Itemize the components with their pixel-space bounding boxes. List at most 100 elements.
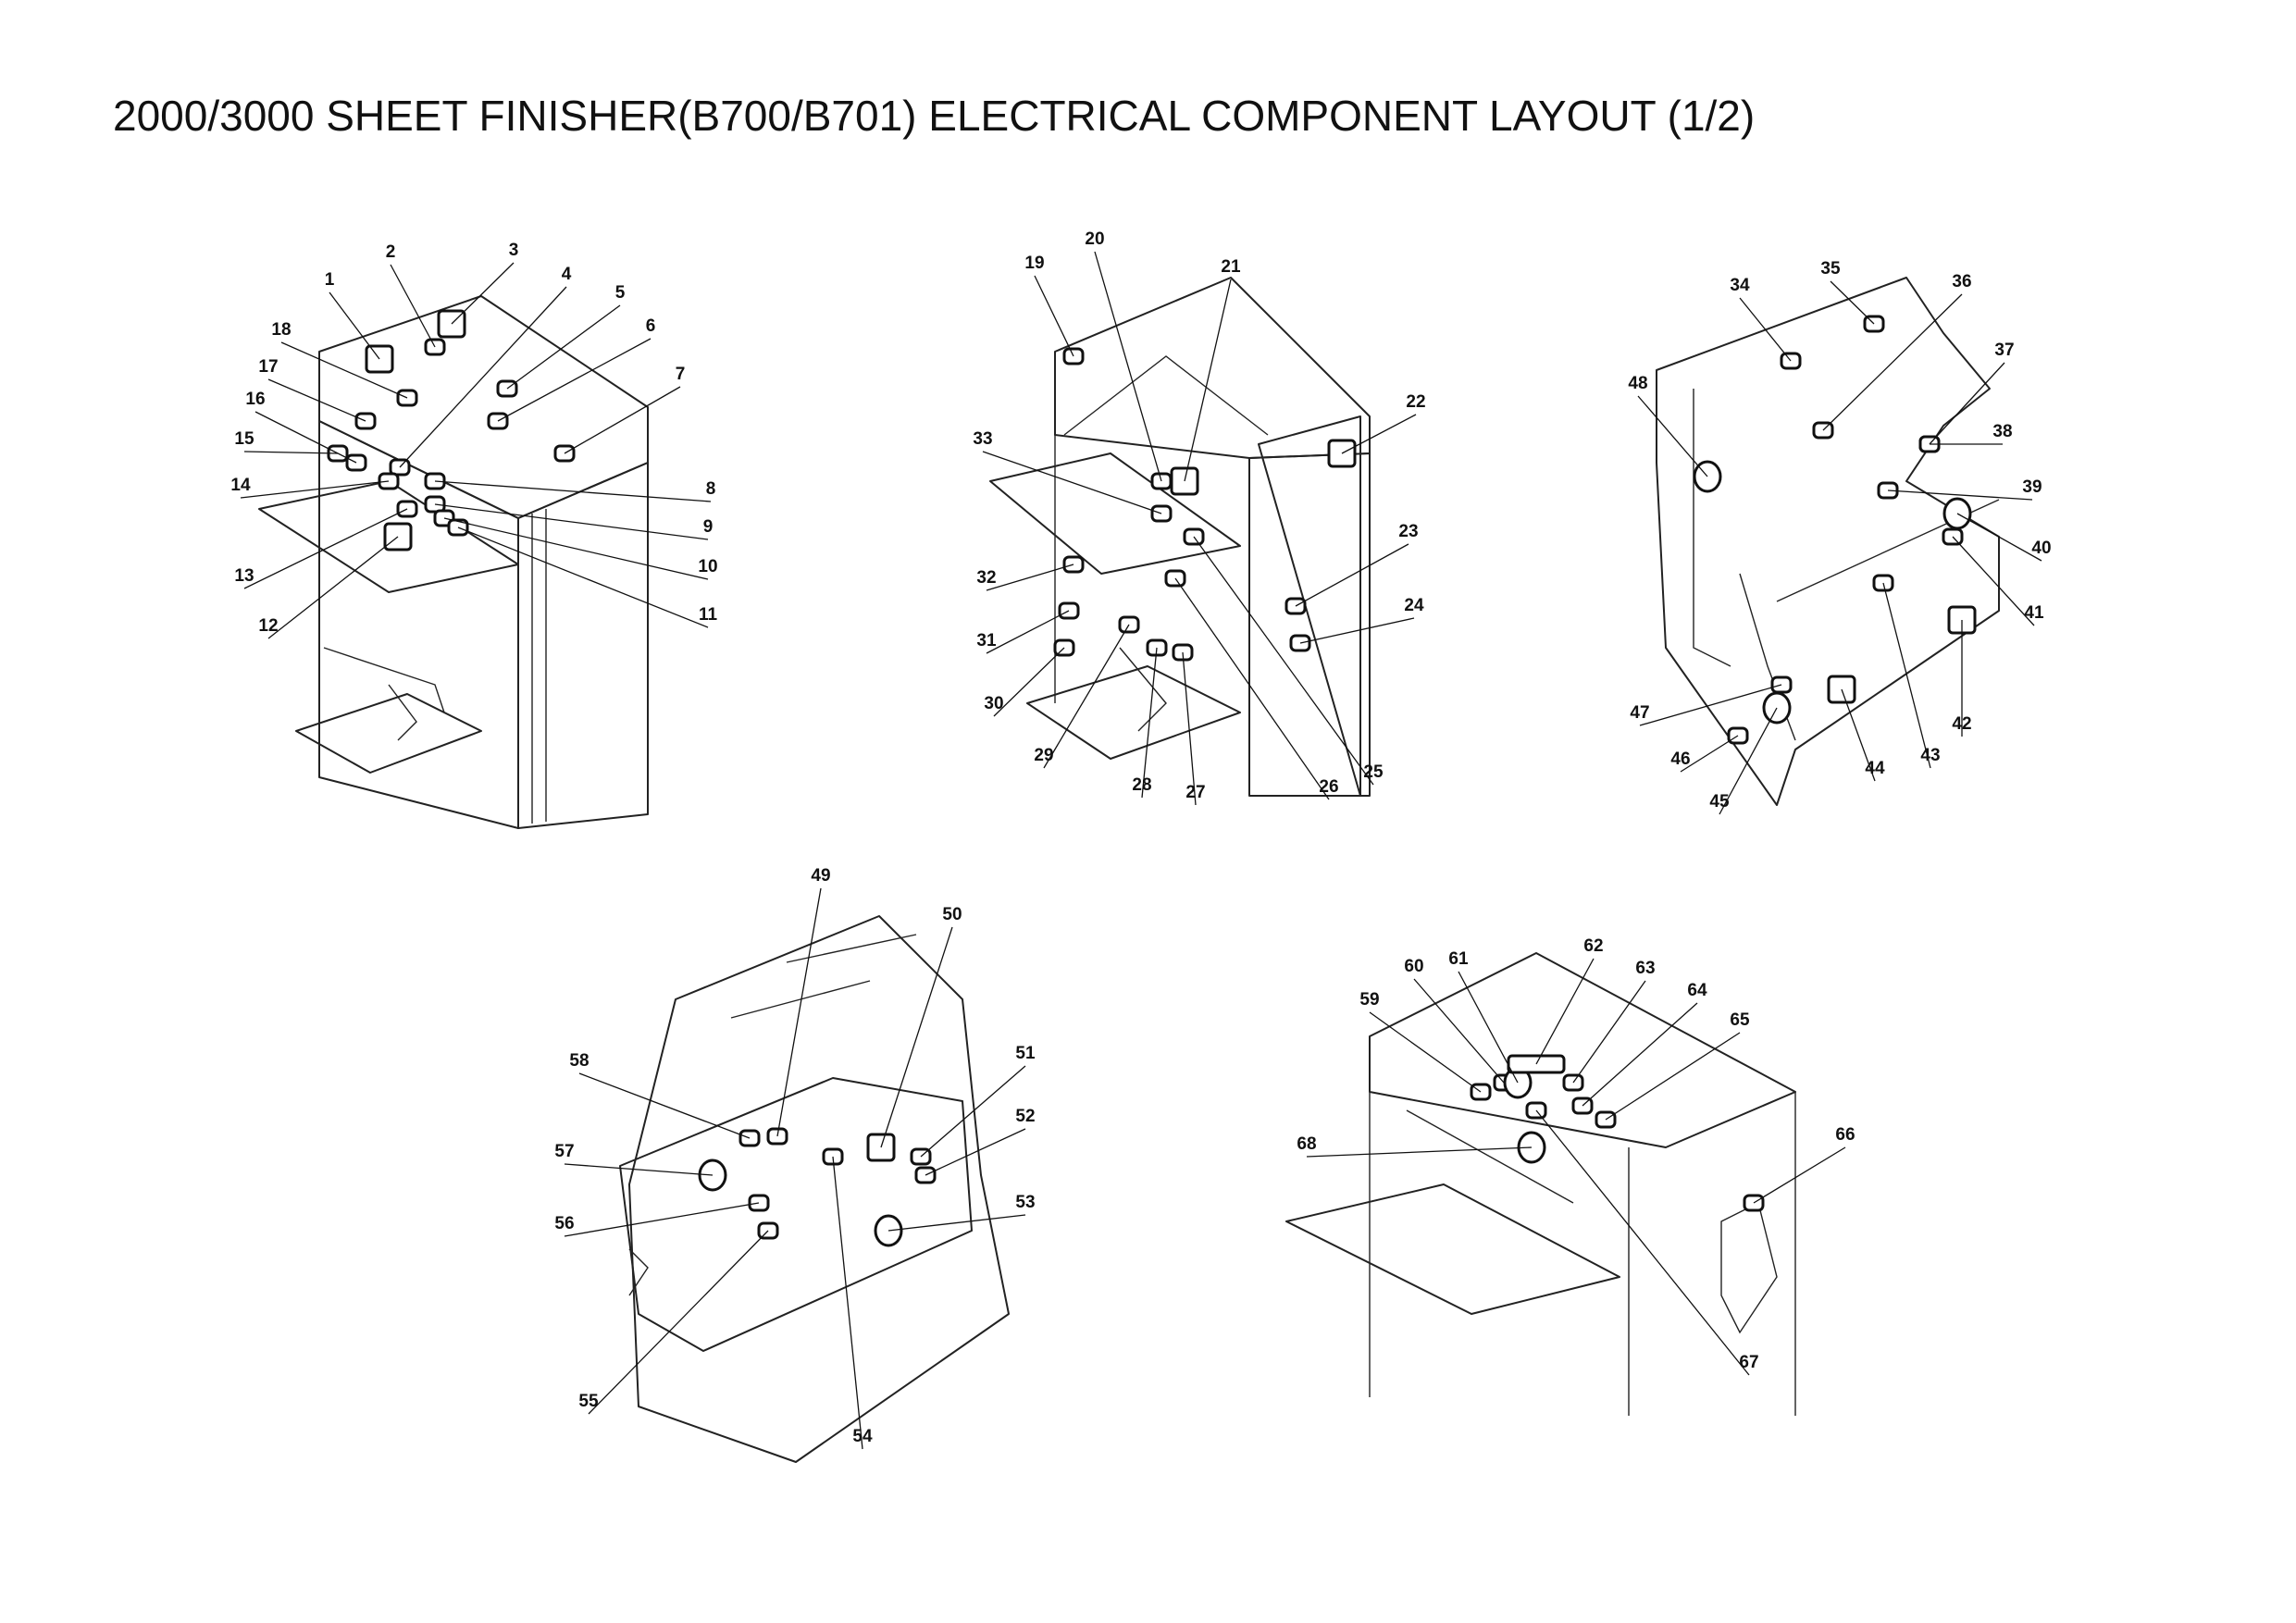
callout-58: 58 (569, 1051, 589, 1071)
leader-line-30 (993, 647, 1065, 717)
leader-line-25 (1193, 536, 1374, 786)
callout-61: 61 (1448, 949, 1469, 969)
callout-2: 2 (386, 242, 396, 262)
leader-line-55 (588, 1230, 769, 1415)
leader-line-27 (1182, 651, 1197, 806)
callout-27: 27 (1185, 783, 1205, 802)
callout-48: 48 (1628, 374, 1647, 393)
callout-62: 62 (1583, 936, 1603, 956)
leader-line-35 (1830, 280, 1875, 325)
view-2-finisher-outline (989, 277, 1371, 797)
leader-line-48 (1637, 395, 1708, 477)
leader-line-7 (564, 386, 681, 454)
callout-23: 23 (1398, 522, 1418, 541)
leader-line-1 (329, 291, 380, 360)
leader-line-57 (564, 1163, 714, 1176)
leader-line-61 (1458, 971, 1519, 1084)
callout-68: 68 (1297, 1134, 1316, 1154)
leader-line-52 (925, 1128, 1026, 1176)
callout-6: 6 (646, 316, 656, 336)
leader-line-37 (1929, 362, 2005, 445)
leader-line-4 (399, 286, 567, 468)
view-5-finisher-outline (1285, 952, 1796, 1416)
callout-43: 43 (1920, 746, 1940, 765)
callout-34: 34 (1730, 276, 1750, 295)
leader-line-58 (578, 1072, 751, 1139)
leader-line-20 (1094, 251, 1162, 482)
callout-66: 66 (1835, 1125, 1855, 1145)
callout-33: 33 (973, 429, 992, 449)
leader-line-13 (243, 508, 408, 589)
leader-line-56 (564, 1202, 760, 1237)
leader-line-40 (1956, 513, 2042, 562)
page-title: 2000/3000 SHEET FINISHER(B700/B701) ELEC… (113, 92, 1756, 140)
callout-45: 45 (1709, 792, 1730, 812)
leader-line-62 (1535, 958, 1595, 1065)
callout-42: 42 (1952, 714, 1971, 734)
callout-11: 11 (699, 605, 718, 625)
leader-line-41 (1952, 536, 2035, 626)
leader-line-50 (880, 926, 953, 1148)
callout-65: 65 (1730, 1010, 1750, 1030)
leader-line-26 (1174, 577, 1330, 800)
callout-30: 30 (984, 694, 1003, 713)
leader-line-21 (1184, 279, 1232, 482)
callout-56: 56 (554, 1214, 574, 1233)
callout-18: 18 (271, 320, 291, 340)
leader-line-47 (1639, 684, 1782, 726)
leader-line-2 (390, 264, 436, 348)
callout-38: 38 (1992, 422, 2012, 441)
callout-5: 5 (615, 283, 626, 303)
leader-line-59 (1369, 1011, 1482, 1093)
callout-9: 9 (703, 517, 714, 537)
leader-line-51 (920, 1065, 1026, 1158)
leader-line-66 (1753, 1146, 1846, 1204)
callout-47: 47 (1630, 703, 1649, 723)
leader-line-29 (1043, 624, 1130, 769)
leader-line-14 (240, 480, 390, 499)
leader-line-23 (1295, 543, 1409, 607)
callout-37: 37 (1994, 341, 2014, 360)
leader-line-10 (443, 517, 709, 580)
callout-44: 44 (1865, 759, 1885, 778)
leader-line-33 (982, 451, 1162, 514)
leader-line-16 (254, 411, 357, 464)
callout-67: 67 (1739, 1353, 1758, 1372)
callout-36: 36 (1952, 272, 1971, 291)
leader-line-9 (434, 503, 709, 540)
leader-line-67 (1535, 1109, 1750, 1376)
leader-line-28 (1141, 647, 1158, 799)
leader-line-44 (1841, 688, 1876, 782)
leader-line-63 (1572, 980, 1646, 1084)
leader-line-24 (1299, 617, 1415, 644)
leader-line-49 (776, 887, 822, 1137)
callout-24: 24 (1404, 596, 1424, 615)
callout-22: 22 (1406, 392, 1425, 412)
callout-32: 32 (976, 568, 996, 588)
leader-line-60 (1413, 978, 1505, 1084)
callout-8: 8 (706, 479, 716, 499)
callout-19: 19 (1024, 254, 1044, 273)
callout-41: 41 (2024, 603, 2044, 623)
leader-line-3 (451, 262, 515, 325)
callout-49: 49 (811, 866, 830, 886)
callout-21: 21 (1221, 257, 1241, 277)
callout-54: 54 (852, 1427, 873, 1446)
callout-12: 12 (258, 616, 278, 636)
callout-10: 10 (698, 557, 717, 576)
leader-lines (240, 251, 2042, 1450)
leader-line-8 (434, 480, 712, 502)
leader-line-15 (243, 451, 339, 454)
callout-46: 46 (1670, 750, 1690, 769)
leader-line-46 (1680, 735, 1739, 773)
leader-line-54 (832, 1156, 863, 1450)
leader-line-12 (267, 536, 399, 639)
leader-line-65 (1605, 1032, 1741, 1121)
callout-55: 55 (578, 1392, 599, 1411)
callout-25: 25 (1363, 762, 1384, 782)
leader-line-5 (506, 304, 621, 390)
view-4-frame-outline (619, 915, 1010, 1463)
leader-line-39 (1887, 489, 2033, 501)
callout-14: 14 (230, 476, 251, 495)
